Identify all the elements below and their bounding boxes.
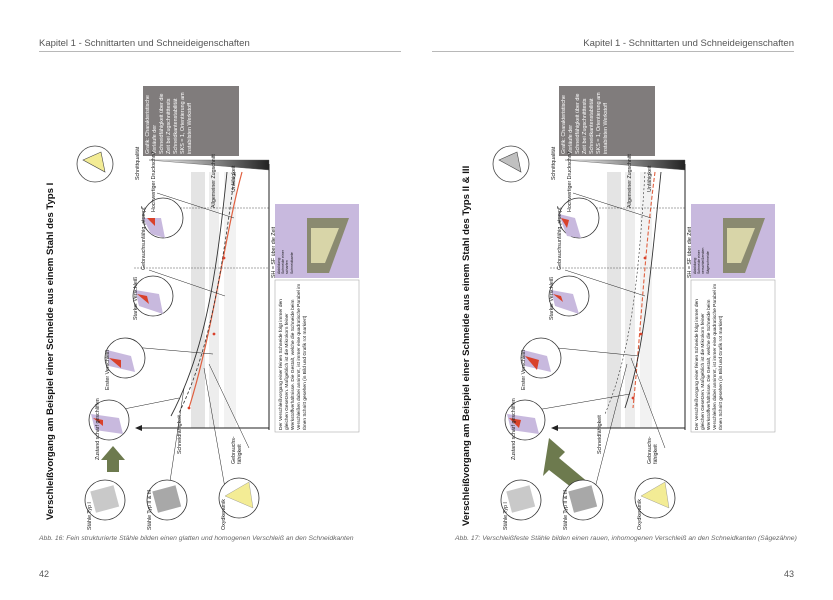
stage-circle-erster [520, 337, 562, 379]
info-box [143, 86, 239, 156]
material-label-3: Oxydkeramik [221, 499, 227, 530]
cut-label-2: Allgemeiner Zugschnitt [627, 154, 633, 208]
note-text: Der Verschleißvorgang einer feinen Schne… [279, 283, 308, 430]
stage-circle-zustand [504, 399, 546, 441]
material-label-3: Oxydkeramik [637, 499, 643, 530]
label-schneidfaehigkeit: Schneidfähigkeit [597, 415, 603, 454]
label-zustand: Zustand scharf geschliffen [511, 398, 517, 460]
label-gebrauch: Gebrauchsunfähig „stumpf“ [557, 205, 563, 270]
gebrauch-label: Gebrauchs-fähigkeit [647, 436, 659, 464]
material-circle-oxyd [634, 477, 676, 519]
material-label-1: Stähle Typ I [87, 502, 93, 530]
material-label-1: Stähle Typ I [503, 502, 509, 530]
label-zustand: Zustand scharf geschliffen [95, 398, 101, 460]
material-circle-typ1 [84, 479, 126, 521]
axis-y-label: Schnittqualität [551, 146, 557, 180]
label-gebrauch: Gebrauchsunfähig „stumpf“ [141, 205, 147, 270]
figure-title: Verschleißvorgang am Beispiel einer Schn… [45, 182, 56, 520]
curve-dashed [178, 171, 236, 414]
material-label-2: Stähle Typ II & III [563, 489, 569, 530]
material-circle-typ2 [146, 479, 188, 521]
curve-red [188, 171, 243, 409]
gebrauch-label: Gebrauchs-fähigkeit [231, 436, 243, 464]
stage-circle-zustand [88, 399, 130, 441]
note-box [690, 279, 776, 433]
figure-title: Verschleißvorgang am Beispiel einer Schn… [461, 165, 472, 526]
header-left: Kapitel 1 - Schnittarten und Schneideige… [39, 38, 250, 49]
image-label: Abbildung: Schneide einer scharfen Schne… [277, 250, 294, 274]
material-circle-oxyd [218, 477, 260, 519]
curve-solid [170, 171, 228, 417]
header-rule-right [432, 51, 794, 52]
stage-circle-starker [548, 275, 590, 317]
header-right: Kapitel 1 - Schnittarten und Schneideige… [583, 38, 794, 49]
image-label: Abbildung: Schneide einer verschleißende… [693, 247, 710, 274]
label-erster: Erster Verschleiß [105, 349, 111, 390]
info-box [559, 86, 655, 156]
material-label-2: Stähle Typ II & III [147, 489, 153, 530]
label-schneidfaehigkeit: Schneidfähigkeit [177, 415, 183, 454]
label-starker: Starker Verschleiß [133, 276, 139, 320]
header-rule-left [39, 51, 401, 52]
figure-left-graphic [39, 68, 370, 530]
page-number-left: 42 [39, 569, 50, 579]
stage-circle-gebrauch [142, 197, 184, 239]
label-erster: Erster Verschleiß [521, 349, 527, 390]
cut-label-1: Hochwertiger Druckschnitt [151, 150, 157, 212]
info-box-text: Grafik: Charakteristische Verläufe der S… [561, 92, 609, 154]
note-box [274, 279, 360, 433]
figure-right-graphic [455, 68, 786, 530]
cut-label-3: Unfähigkeit [647, 165, 653, 193]
material-circle-typ1 [500, 479, 542, 521]
caption-right: Abb. 17: Verschleißfeste Stähle bilden e… [455, 535, 797, 542]
info-box-text: Grafik: Charakteristische Verläufe der S… [145, 92, 193, 154]
cut-label-3: Unfähigkeit [231, 165, 237, 193]
stage-circle-starker [132, 275, 174, 317]
cut-label-1: Hochwertiger Druckschnitt [567, 150, 573, 212]
curve-dashed [604, 171, 646, 415]
axis-y-label: Schnittqualität [135, 146, 141, 180]
stage-circle-gebrauch [558, 197, 600, 239]
caption-left: Abb. 16: Fein strukturierte Stähle bilde… [39, 535, 354, 542]
figure-left: Verschleißvorgang am Beispiel einer Schn… [39, 68, 370, 530]
cut-label-2: Allgemeiner Zugschnitt [211, 154, 217, 208]
material-circle-typ2 [562, 479, 604, 521]
label-starker: Starker Verschleiß [549, 276, 555, 320]
note-text: Der Verschleißvorgang einer feinen Schne… [695, 283, 724, 430]
stage-circle-erster [104, 337, 146, 379]
figure-right: Verschleißvorgang am Beispiel einer Schn… [455, 68, 786, 530]
curve-red [632, 171, 656, 409]
page-number-right: 43 [783, 569, 794, 579]
green-arrow [101, 446, 125, 472]
curve-solid [624, 171, 662, 409]
